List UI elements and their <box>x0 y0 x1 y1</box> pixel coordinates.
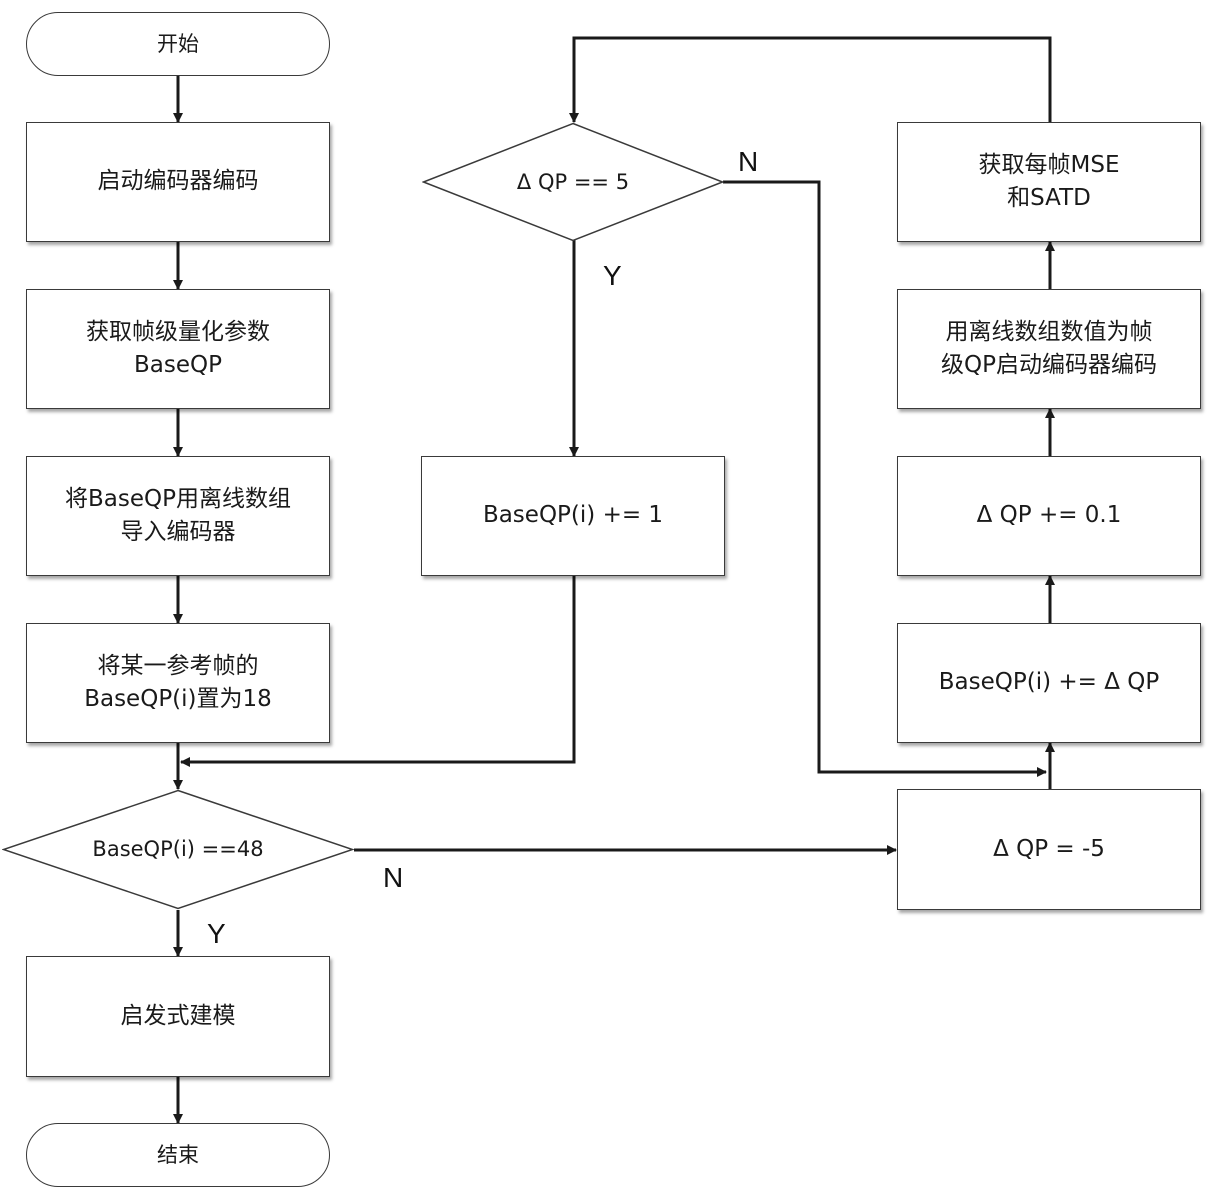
add-delta-qp-box: BaseQP(i) += Δ QP <box>897 623 1201 743</box>
get-mse-satd-label: 获取每帧MSE 和SATD <box>979 149 1120 216</box>
heuristic-model-box: 启发式建模 <box>26 956 330 1077</box>
check-delta-qp-no-label: N <box>738 148 758 176</box>
arrow-mse-to-check-delta-qp <box>574 38 1050 122</box>
encode-offline-label: 用离线数组数值为帧 级QP启动编码器编码 <box>941 316 1157 383</box>
check-delta-qp-diamond <box>422 122 724 242</box>
check-base-qp-diamond <box>2 789 354 910</box>
start-terminal: 开始 <box>26 12 330 76</box>
check-delta-qp-decision: Δ QP == 5 <box>422 122 724 242</box>
check-base-qp-no-label: N <box>383 864 403 892</box>
add-delta-qp-label: BaseQP(i) += Δ QP <box>939 666 1160 699</box>
inc-delta-qp-box: Δ QP += 0.1 <box>897 456 1201 576</box>
get-mse-satd-box: 获取每帧MSE 和SATD <box>897 122 1201 242</box>
init-delta-qp-box: Δ QP = -5 <box>897 789 1201 910</box>
check-base-qp-yes-label: Y <box>207 920 226 948</box>
set-ref-frame-label: 将某一参考帧的 BaseQP(i)置为18 <box>84 650 272 717</box>
start-encoder-label: 启动编码器编码 <box>98 165 259 198</box>
set-ref-frame-box: 将某一参考帧的 BaseQP(i)置为18 <box>26 623 330 743</box>
check-delta-qp-yes-label: Y <box>603 262 622 290</box>
inc-base-qp-box: BaseQP(i) += 1 <box>421 456 725 576</box>
end-terminal: 结束 <box>26 1123 330 1187</box>
check-base-qp-decision: BaseQP(i) ==48 <box>2 789 354 910</box>
import-offline-box: 将BaseQP用离线数组 导入编码器 <box>26 456 330 576</box>
encode-offline-box: 用离线数组数值为帧 级QP启动编码器编码 <box>897 289 1201 409</box>
start-encoder-box: 启动编码器编码 <box>26 122 330 242</box>
inc-delta-qp-label: Δ QP += 0.1 <box>977 499 1122 532</box>
get-base-qp-label: 获取帧级量化参数 BaseQP <box>86 316 270 383</box>
import-offline-label: 将BaseQP用离线数组 导入编码器 <box>65 483 291 550</box>
inc-base-qp-label: BaseQP(i) += 1 <box>483 499 663 532</box>
get-base-qp-box: 获取帧级量化参数 BaseQP <box>26 289 330 409</box>
heuristic-model-label: 启发式建模 <box>121 1000 236 1033</box>
end-label: 结束 <box>157 1140 199 1170</box>
start-label: 开始 <box>157 29 199 59</box>
init-delta-qp-label: Δ QP = -5 <box>993 833 1105 866</box>
